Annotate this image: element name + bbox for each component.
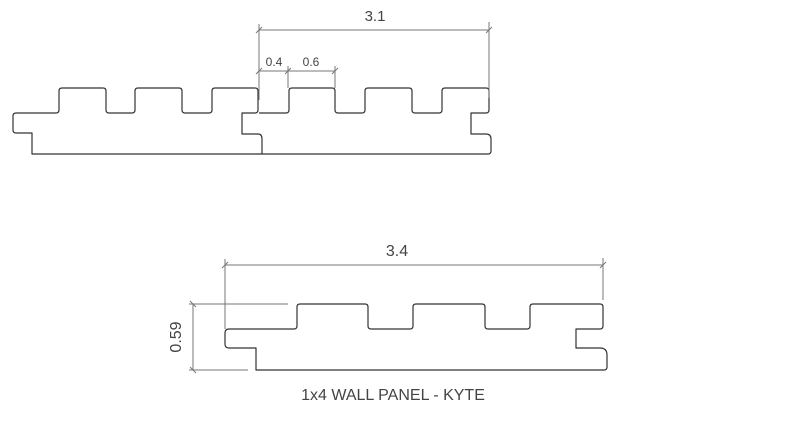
single-panel-profile	[224, 303, 608, 371]
left-panel-profile	[12, 87, 263, 155]
right-panel-profile	[259, 87, 492, 155]
dimension-panel-thickness: 0.59	[168, 300, 288, 374]
panel-thickness-label: 0.59	[168, 321, 185, 352]
gap-width-label: 0.4	[266, 55, 283, 69]
dimension-gap-rib: 0.4 0.6	[255, 55, 339, 88]
dimension-panel-width: 3.4	[221, 243, 607, 329]
panel-width-label: 3.4	[386, 243, 408, 260]
dimension-overall-width: 3.1	[255, 8, 493, 100]
rib-width-label: 0.6	[303, 55, 320, 69]
overall-width-label: 3.1	[365, 8, 386, 25]
panel-caption: 1x4 WALL PANEL - KYTE	[301, 387, 485, 404]
